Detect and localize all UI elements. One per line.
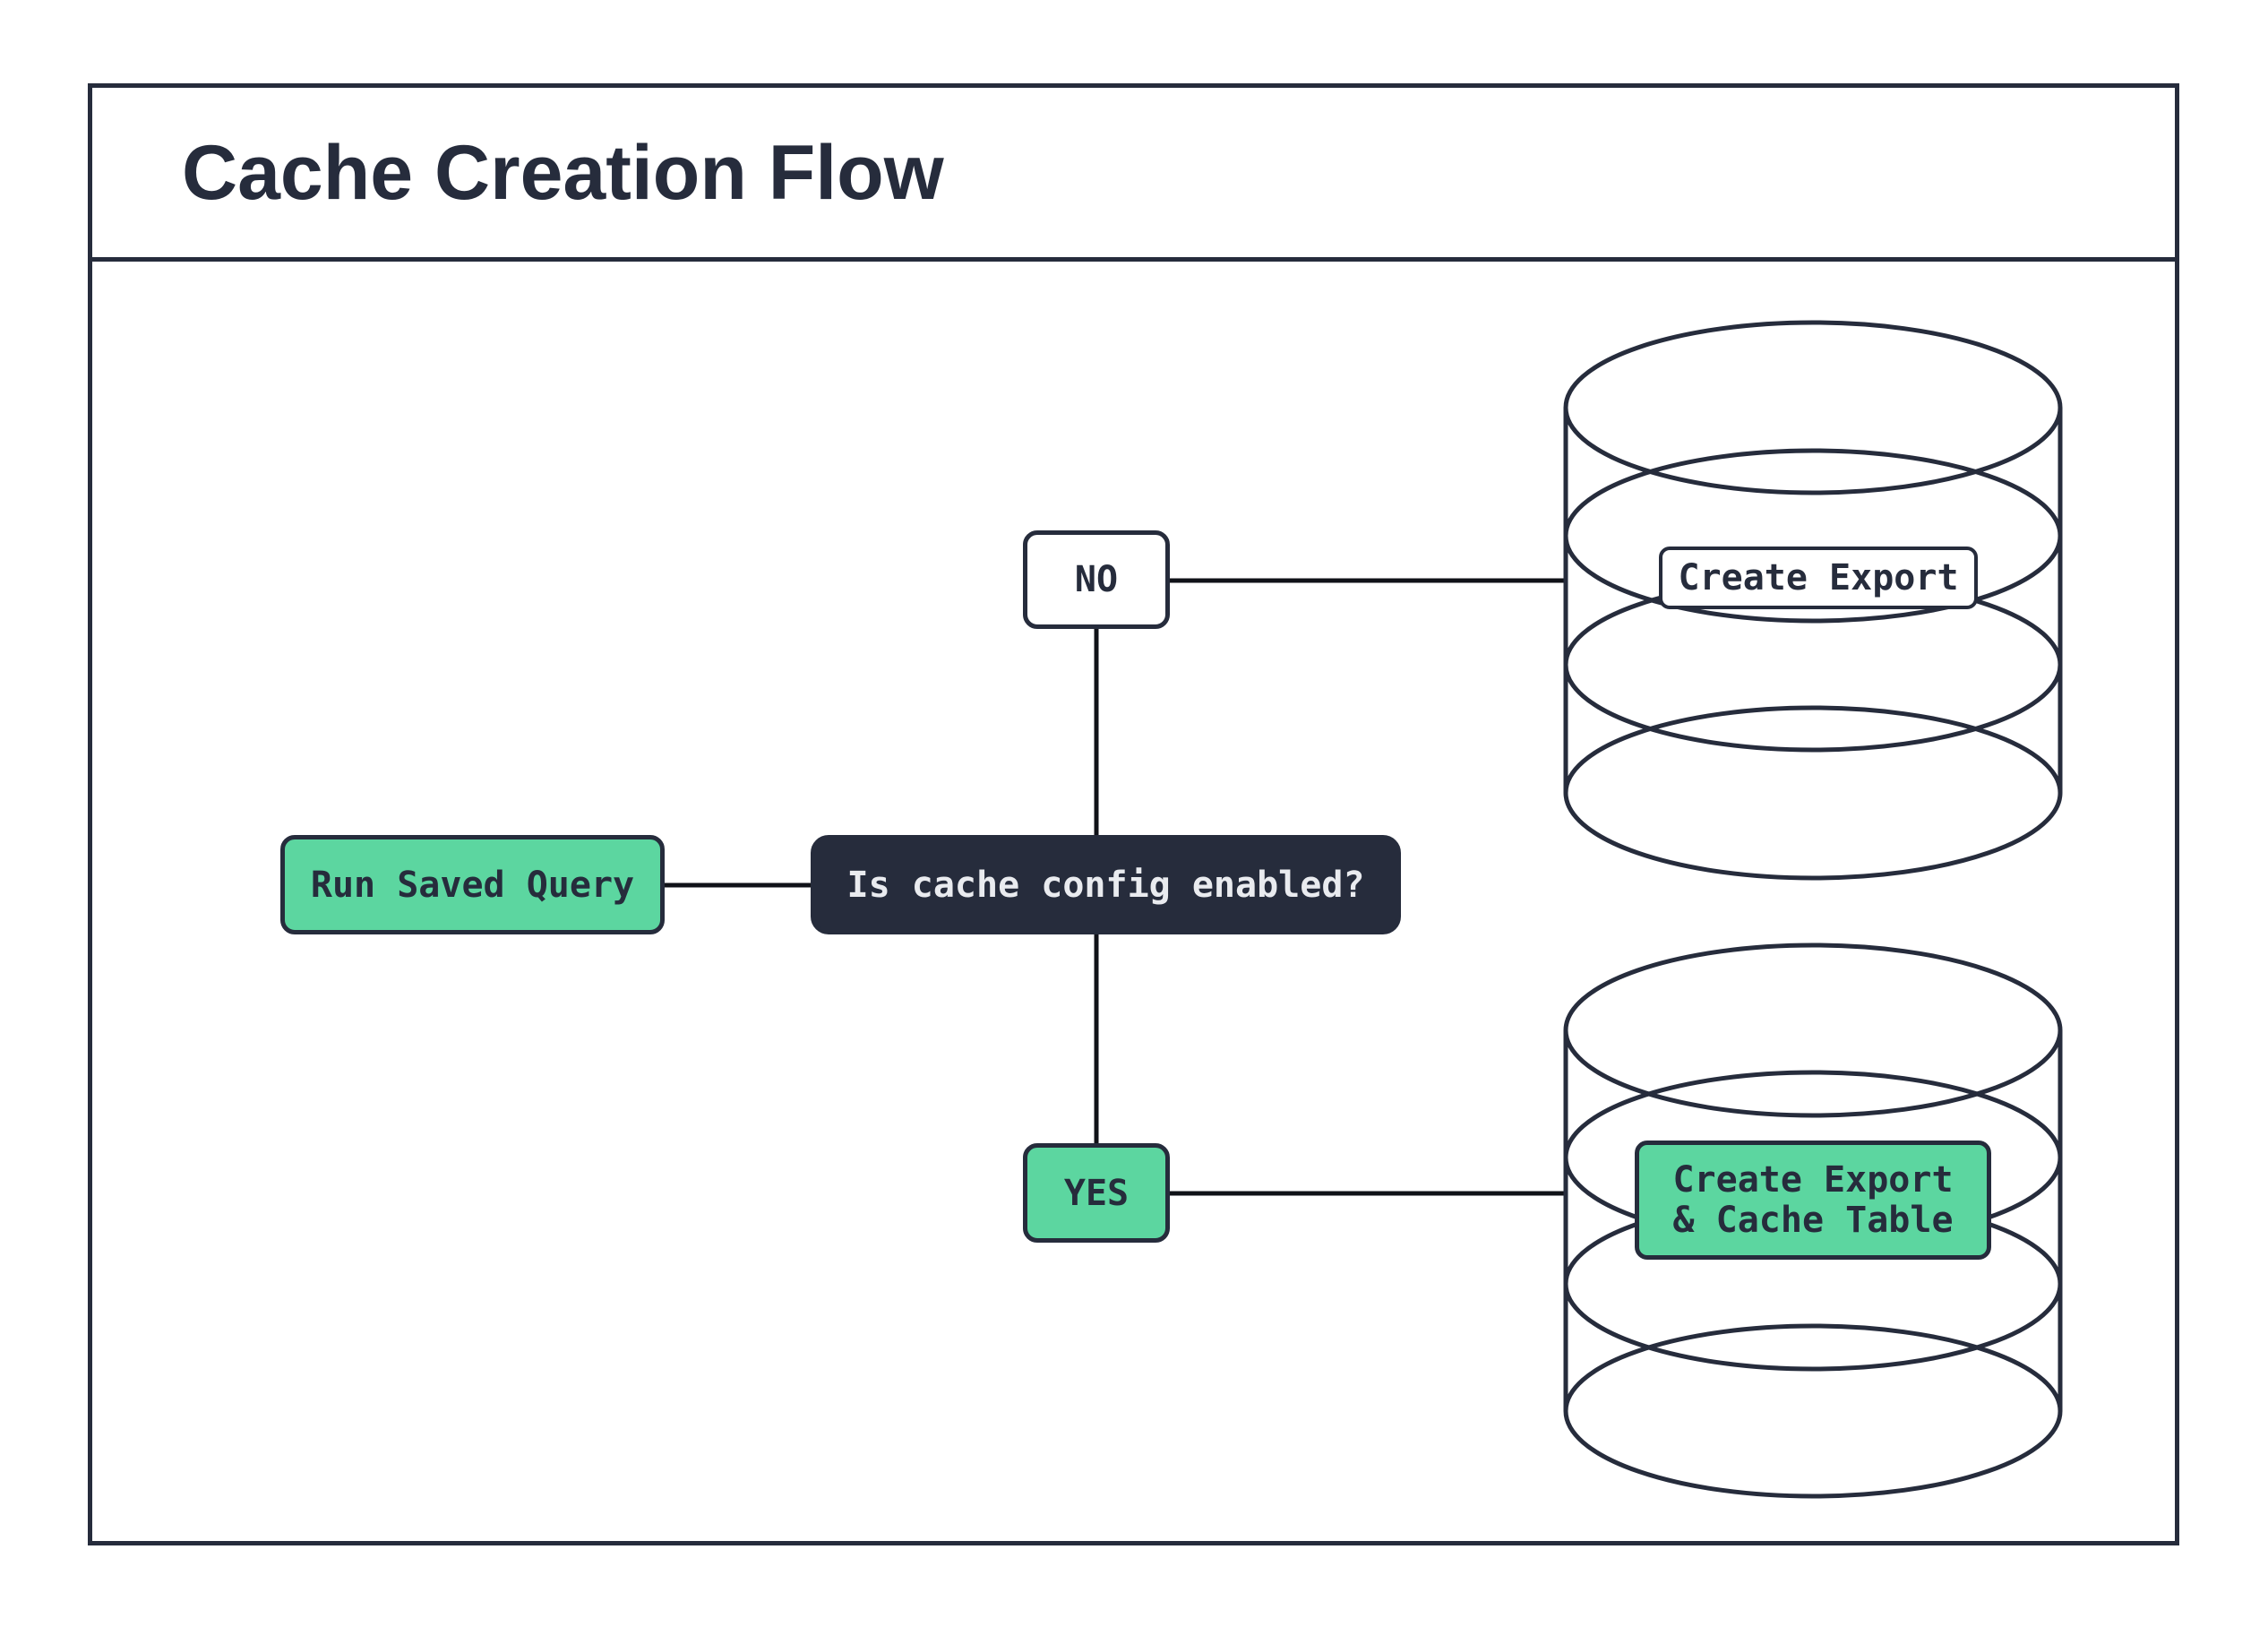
node-yes-branch-label: YES [1063, 1172, 1130, 1214]
node-create-export-cache-table: Create Export & Cache Table [1635, 1141, 1991, 1260]
cylinder-disk [1563, 448, 2063, 624]
cylinder-disk [1563, 1323, 2063, 1499]
node-no-branch-label: NO [1074, 559, 1119, 600]
node-create-export-cache-table-line2: & Cache Table [1672, 1199, 1954, 1241]
node-cache-config-decision: Is cache config enabled? [811, 835, 1401, 934]
node-run-saved-query: Run Saved Query [280, 835, 665, 934]
node-create-export-cache-table-line1: Create Export [1672, 1158, 1954, 1201]
page-title: Cache Creation Flow [182, 129, 944, 216]
node-run-saved-query-label: Run Saved Query [310, 864, 635, 906]
title-bar: Cache Creation Flow [88, 83, 2179, 262]
node-create-export-label: Create Export [1678, 557, 1959, 598]
node-no-branch: NO [1023, 530, 1170, 629]
node-cache-config-decision-label: Is cache config enabled? [846, 864, 1365, 906]
node-yes-branch: YES [1023, 1143, 1170, 1243]
export-database-icon [1563, 320, 2063, 881]
cylinder-top-disk [1563, 943, 2063, 1118]
node-create-export: Create Export [1659, 547, 1978, 609]
connectors [665, 578, 1566, 1196]
diagram-frame [88, 83, 2179, 1545]
cylinder-top-disk [1563, 320, 2063, 495]
cylinder-disk [1563, 705, 2063, 881]
